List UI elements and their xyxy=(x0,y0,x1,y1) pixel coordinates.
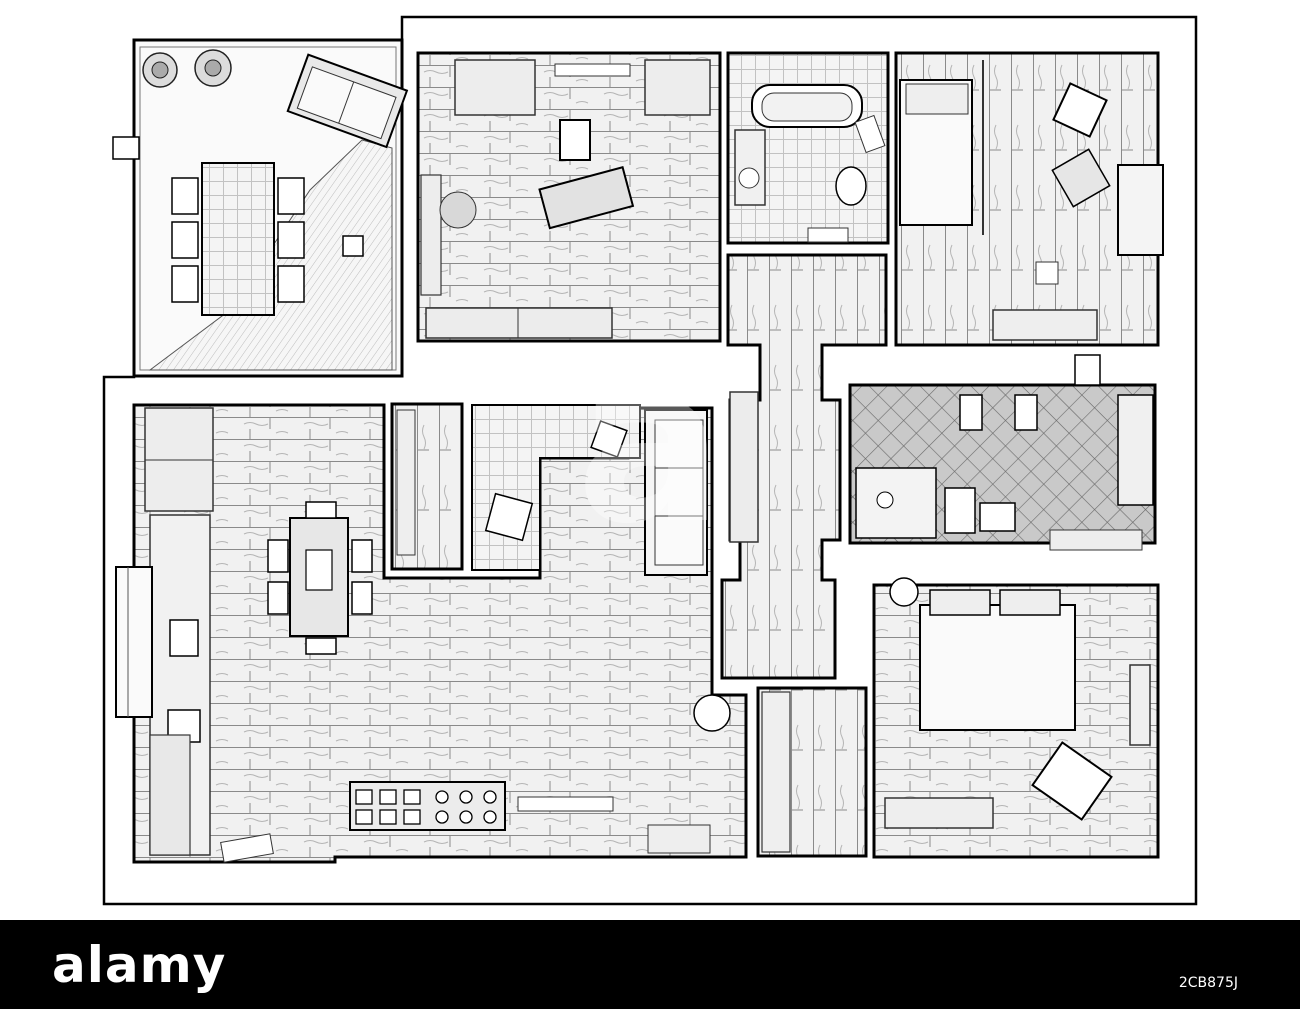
study-desk xyxy=(538,166,635,230)
bathroom-middle xyxy=(848,354,1157,551)
terrace-dining-set xyxy=(171,162,305,316)
terrace-sofa xyxy=(286,53,409,149)
bathroom-top xyxy=(726,51,890,245)
terrace xyxy=(112,38,409,378)
bedroom-bottom-right xyxy=(872,577,1160,859)
image-code: 2CB875J xyxy=(1178,975,1238,991)
stock-footer-bar: alamy 2CB875J xyxy=(0,920,1300,1009)
bedroom-top-right xyxy=(894,51,1164,347)
study-room xyxy=(416,51,722,343)
floor-plan xyxy=(102,15,1198,906)
hallway xyxy=(720,253,888,680)
closet-bottom xyxy=(756,686,868,858)
terrace-plants xyxy=(142,49,232,88)
living-kitchen xyxy=(115,402,748,864)
stock-logo: alamy xyxy=(52,936,227,994)
